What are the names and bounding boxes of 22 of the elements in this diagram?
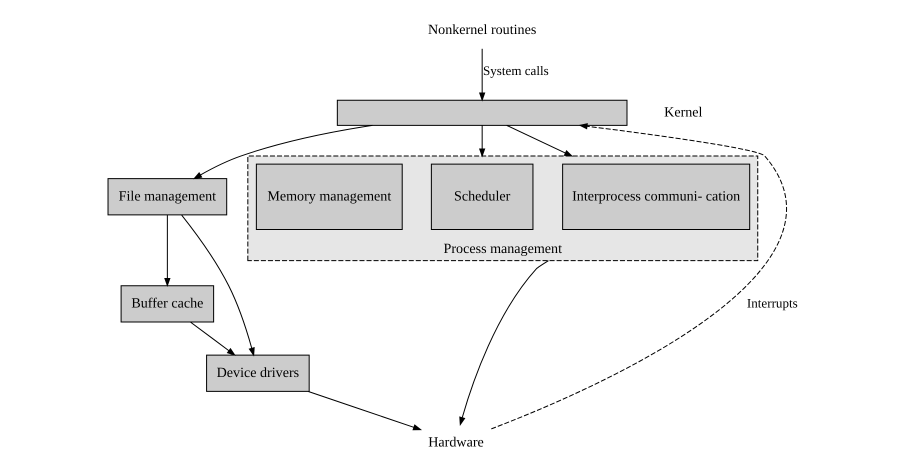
arrow <box>181 214 255 357</box>
node-text: Nonkernel routines <box>428 22 536 38</box>
node-box: Interprocess communi- cation <box>562 164 750 230</box>
arrow <box>479 126 486 158</box>
edge-label: Interrupts <box>746 295 798 310</box>
arrow <box>479 48 486 102</box>
edge-label: System calls <box>483 62 549 78</box>
node-bar <box>336 100 628 126</box>
arrow <box>308 390 422 430</box>
node-box: File management <box>108 178 228 216</box>
arrow <box>192 124 372 180</box>
label: Kernel <box>664 104 702 121</box>
node-box: Memory management <box>256 164 403 230</box>
arrow <box>506 124 574 157</box>
arrow <box>491 123 787 430</box>
node-box: Buffer cache <box>120 285 214 322</box>
node-box: Device drivers <box>206 354 310 392</box>
arrow <box>164 215 171 288</box>
node-box: Scheduler <box>430 164 534 230</box>
arrow <box>190 322 236 356</box>
arrow <box>459 260 549 426</box>
node-text: Hardware <box>428 434 484 450</box>
